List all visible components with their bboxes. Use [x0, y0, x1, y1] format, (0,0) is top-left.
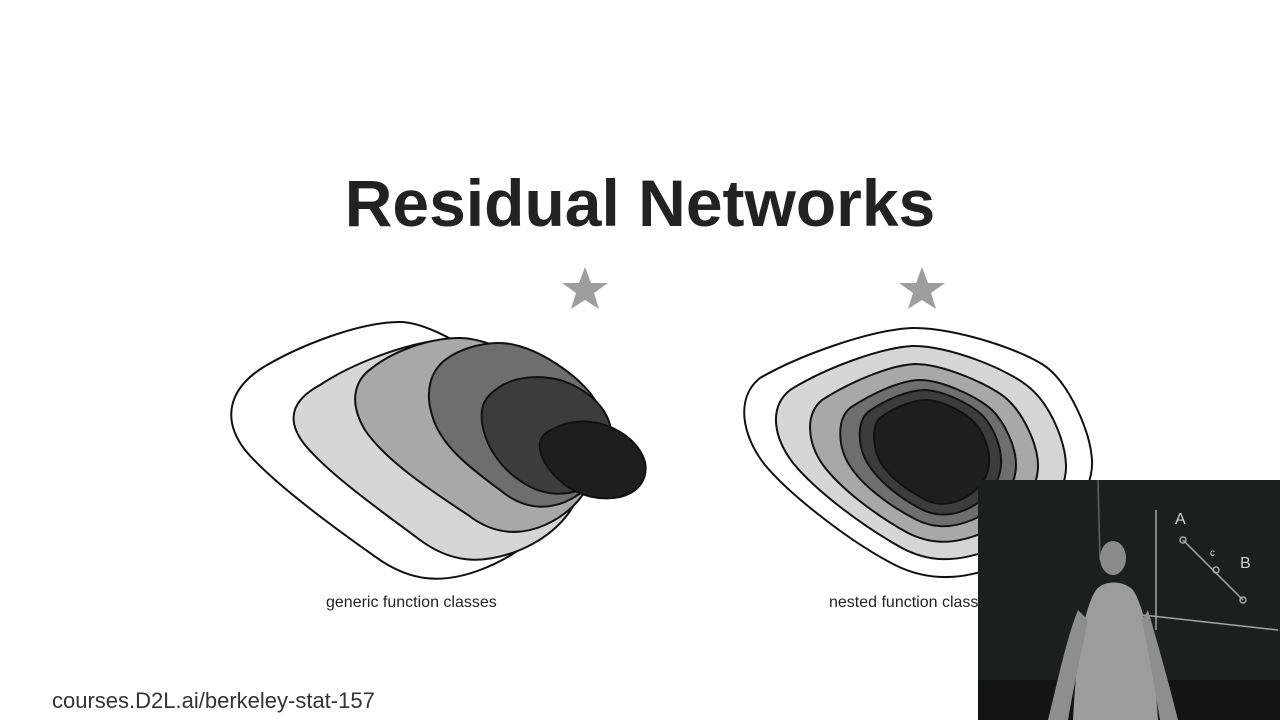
board-label-a: A — [1175, 511, 1186, 528]
lecturer-video-inset: A c B — [978, 480, 1280, 720]
lecturer-video-frame: A c B — [978, 480, 1280, 720]
lecturer-figure — [1048, 541, 1178, 720]
star-icon — [562, 267, 608, 309]
course-url: courses.D2L.ai/berkeley-stat-157 — [52, 688, 375, 713]
board-label-c: c — [1210, 548, 1215, 559]
function-class-region — [538, 420, 647, 500]
chalk-sketch — [1097, 480, 1279, 631]
generic-function-classes — [230, 320, 647, 580]
nested-caption: nested function classes — [829, 594, 996, 611]
generic-caption: generic function classes — [326, 594, 497, 611]
board-label-b: B — [1240, 555, 1251, 572]
slide-title: Residual Networks — [344, 166, 936, 240]
star-icon — [899, 267, 945, 309]
